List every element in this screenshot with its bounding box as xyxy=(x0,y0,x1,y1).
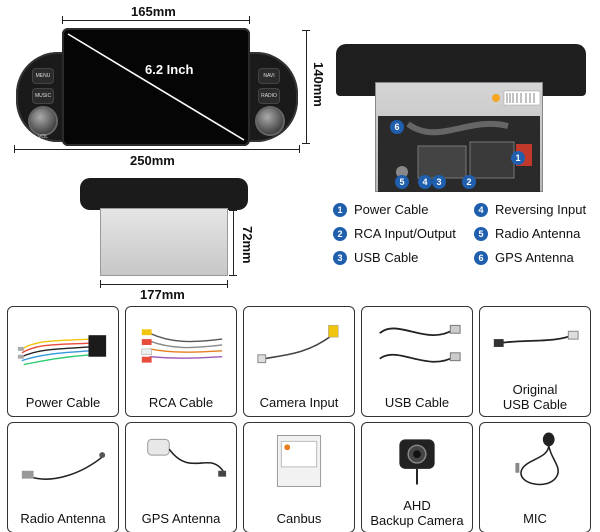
dim-tick xyxy=(299,145,300,153)
accessory-label: Power Cable xyxy=(25,395,101,410)
marker-1: 1 xyxy=(511,151,525,165)
music-button: MUSIC xyxy=(32,88,54,104)
legend-number: 6 xyxy=(474,250,488,265)
legend-item: 5 Radio Antenna xyxy=(474,226,580,241)
vol-label: VOL xyxy=(38,134,49,140)
dim-tick xyxy=(249,16,250,24)
dim-width-line xyxy=(100,284,228,285)
accessory-card-power-cable: Power Cable xyxy=(7,306,119,417)
rca-cable-icon xyxy=(132,313,230,375)
legend-number: 5 xyxy=(474,226,488,241)
accessory-label: AHD Backup Camera xyxy=(370,498,464,528)
dim-bottom-line xyxy=(14,149,300,150)
dim-depth-line xyxy=(233,210,234,276)
marker-2: 2 xyxy=(462,175,476,189)
legend-item: 1 Power Cable xyxy=(333,202,428,217)
screen-size-label: 6.2 Inch xyxy=(145,62,194,77)
rear-chassis-detail xyxy=(492,90,541,106)
dim-bottom-chassis-width: 177mm xyxy=(140,287,185,302)
legend-label: RCA Input/Output xyxy=(354,226,456,241)
accessory-card-canbus: Canbus xyxy=(243,422,355,532)
marker-5: 5 xyxy=(395,175,409,189)
marker-4: 4 xyxy=(418,175,432,189)
accessory-label: Radio Antenna xyxy=(20,511,106,526)
legend-number: 4 xyxy=(474,202,488,217)
accessory-card-mic: MIC xyxy=(479,422,591,532)
legend-item: 6 GPS Antenna xyxy=(474,250,574,265)
mic-icon xyxy=(486,429,584,491)
original-usb-cable-icon xyxy=(486,313,584,375)
accessory-card-usb-cable: USB Cable xyxy=(361,306,473,417)
accessory-card-radio-antenna: Radio Antenna xyxy=(7,422,119,532)
bottom-chassis xyxy=(100,208,228,276)
legend-label: Radio Antenna xyxy=(495,226,581,241)
dim-tick xyxy=(302,143,310,144)
accessory-label: Camera Input xyxy=(259,395,339,410)
accessory-label: Canbus xyxy=(276,511,322,526)
dim-tick xyxy=(62,16,63,24)
accessory-label: Original USB Cable xyxy=(502,382,568,412)
canbus-icon xyxy=(250,429,348,491)
dim-tick xyxy=(302,30,310,31)
dim-bottom-width: 250mm xyxy=(130,153,175,168)
dim-top-width: 165mm xyxy=(131,4,176,19)
navi-button: NAVI xyxy=(258,68,280,84)
accessory-card-rca-cable: RCA Cable xyxy=(125,306,237,417)
dim-top-line xyxy=(62,20,250,21)
head-unit-screen xyxy=(62,28,250,146)
camera-input-icon xyxy=(250,313,348,375)
dim-height: 140mm xyxy=(311,62,326,107)
legend-number: 1 xyxy=(333,202,347,217)
legend-label: USB Cable xyxy=(354,250,419,265)
backup-camera-icon xyxy=(368,429,466,491)
marker-6: 6 xyxy=(390,120,404,134)
legend-label: Reversing Input xyxy=(495,202,587,217)
legend-item: 4 Reversing Input xyxy=(474,202,586,217)
legend-item: 3 USB Cable xyxy=(333,250,418,265)
gps-antenna-icon xyxy=(132,429,230,491)
accessory-label: MIC xyxy=(523,511,547,526)
dim-tick xyxy=(100,280,101,288)
dim-tick xyxy=(227,280,228,288)
legend-number: 2 xyxy=(333,226,347,241)
volume-knob xyxy=(30,108,56,134)
dim-depth: 72mm xyxy=(240,226,255,264)
legend-label: Power Cable xyxy=(354,202,429,217)
accessory-card-ahd-backup-camera: AHD Backup Camera xyxy=(361,422,473,532)
legend-item: 2 RCA Input/Output xyxy=(333,226,456,241)
accessory-label: USB Cable xyxy=(384,395,450,410)
dim-tick xyxy=(229,210,237,211)
screen-diagonal xyxy=(67,33,245,141)
dim-height-line xyxy=(306,30,307,144)
dim-tick xyxy=(14,145,15,153)
radio-antenna-icon xyxy=(14,429,112,491)
dim-tick xyxy=(229,275,237,276)
radio-button: RADIO xyxy=(258,88,280,104)
marker-3: 3 xyxy=(432,175,446,189)
accessory-label: GPS Antenna xyxy=(141,511,221,526)
legend-label: GPS Antenna xyxy=(495,250,574,265)
usb-cable-icon xyxy=(368,313,466,375)
accessory-card-gps-antenna: GPS Antenna xyxy=(125,422,237,532)
accessory-label: RCA Cable xyxy=(148,395,214,410)
legend-number: 3 xyxy=(333,250,347,265)
bottom-housing xyxy=(80,178,248,210)
menu-button: MENU xyxy=(32,68,54,84)
accessory-card-camera-input: Camera Input xyxy=(243,306,355,417)
power-cable-icon xyxy=(14,313,112,375)
accessory-card-original-usb-cable: Original USB Cable xyxy=(479,306,591,417)
tune-knob xyxy=(257,108,283,134)
